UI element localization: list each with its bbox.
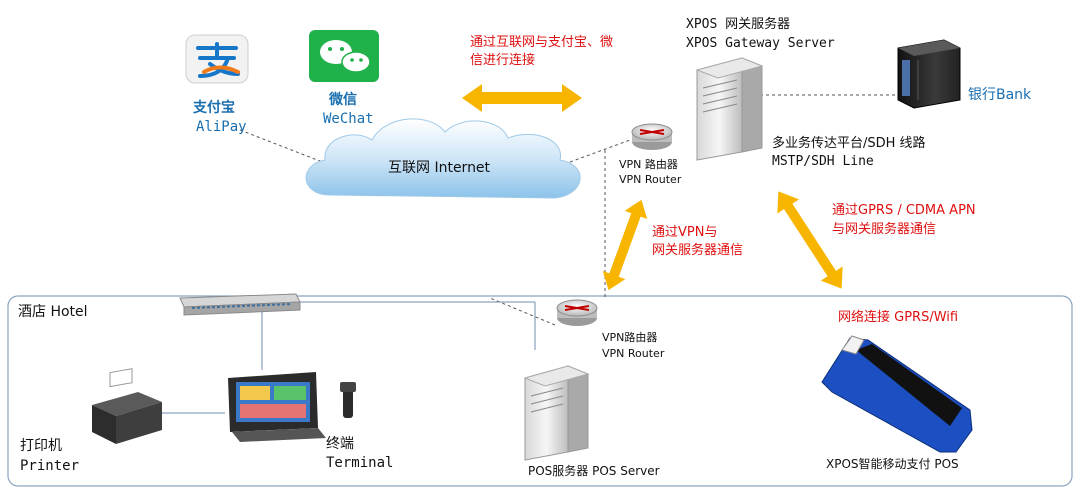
internet-gateway-arrow bbox=[462, 84, 582, 112]
internet-link-line2: 信进行连接 bbox=[470, 53, 536, 68]
mstp-line1: 多业务传达平台/SDH 线路 bbox=[772, 136, 926, 151]
internet-label: 互联网 Internet bbox=[388, 160, 491, 176]
scanner-icon bbox=[340, 382, 356, 418]
pos-server-label: POS服务器 POS Server bbox=[528, 464, 660, 478]
terminal-label-en: Terminal bbox=[326, 455, 394, 471]
alipay-label-cn: 支付宝 bbox=[193, 100, 235, 116]
vpn-link-line1: 通过VPN与 bbox=[652, 225, 718, 240]
vpn-router-top-line2: VPN Router bbox=[619, 173, 682, 186]
gateway-label-en: XPOS Gateway Server bbox=[686, 36, 835, 51]
wechat-label-en: WeChat bbox=[323, 111, 374, 127]
bank-server-icon bbox=[897, 39, 961, 109]
alipay-label-en: AliPay bbox=[196, 119, 247, 135]
network-connect-label: 网络连接 GPRS/Wifi bbox=[838, 310, 959, 325]
printer-label-cn: 打印机 bbox=[20, 438, 62, 454]
vpn-router-top-icon bbox=[631, 123, 673, 150]
printer-label-en: Printer bbox=[20, 458, 80, 474]
connector-lines bbox=[239, 94, 895, 326]
pos-server-icon bbox=[523, 365, 590, 461]
vpn-arrow bbox=[602, 199, 648, 291]
terminal-icon bbox=[228, 372, 326, 442]
terminal-label-cn: 终端 bbox=[326, 436, 354, 452]
hotel-boundary bbox=[7, 295, 1073, 487]
gateway-label-cn: XPOS 网关服务器 bbox=[686, 17, 791, 32]
gprs-link-line2: 与网关服务器通信 bbox=[832, 222, 937, 237]
vpn-router-hotel-line1: VPN路由器 bbox=[602, 331, 658, 344]
vpn-link-line2: 网关服务器通信 bbox=[652, 243, 744, 258]
printer-icon bbox=[92, 368, 162, 444]
wechat-icon bbox=[309, 30, 379, 82]
mobile-pos-icon bbox=[821, 335, 973, 453]
alipay-icon bbox=[185, 34, 249, 84]
gateway-server-icon bbox=[695, 57, 764, 161]
internet-cloud bbox=[305, 118, 581, 199]
lan-lines bbox=[160, 301, 536, 414]
vpn-router-top-line1: VPN 路由器 bbox=[619, 158, 678, 171]
wechat-label-cn: 微信 bbox=[329, 92, 357, 108]
mobile-pos-label: XPOS智能移动支付 POS bbox=[826, 457, 959, 471]
gprs-link-line1: 通过GPRS / CDMA APN bbox=[832, 203, 976, 218]
hotel-label: 酒店 Hotel bbox=[18, 304, 88, 320]
vpn-router-hotel-line2: VPN Router bbox=[602, 347, 665, 360]
internet-link-line1: 通过互联网与支付宝、微 bbox=[470, 35, 614, 50]
vpn-router-hotel-icon bbox=[556, 299, 598, 326]
mstp-line2: MSTP/SDH Line bbox=[772, 154, 874, 169]
gprs-arrow bbox=[777, 191, 843, 289]
bank-label: 银行Bank bbox=[968, 87, 1032, 103]
network-switch-icon bbox=[179, 293, 301, 316]
